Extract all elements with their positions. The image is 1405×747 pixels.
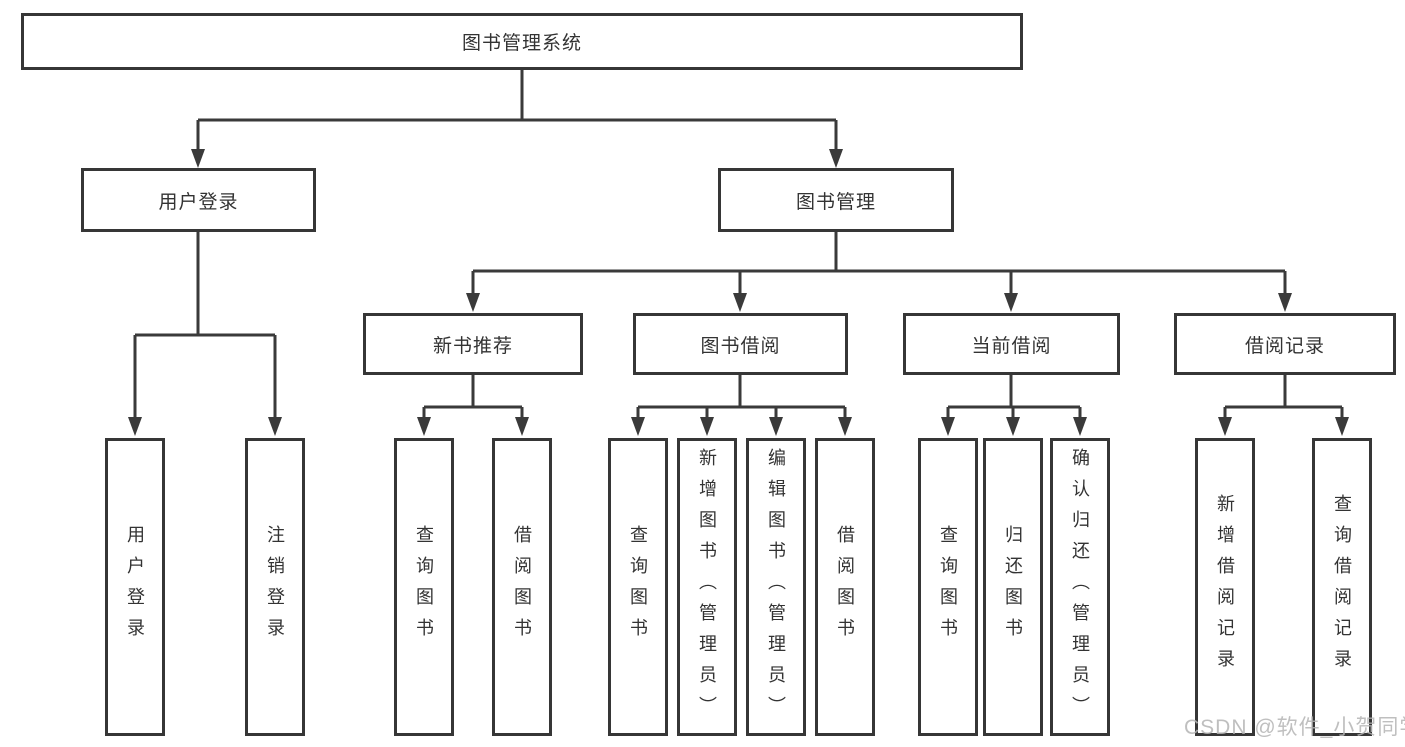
leaf-bb-borrow-books: 借阅图书 <box>815 438 875 736</box>
node-book-management-label: 图书管理 <box>795 191 876 213</box>
leaf-br-query-record: 查询借阅记录 <box>1312 438 1372 736</box>
leaf-bb-edit-books-label: 编辑图书（管理员） <box>766 447 786 727</box>
leaf-bb-borrow-books-label: 借阅图书 <box>835 525 855 649</box>
leaf-bb-query-books: 查询图书 <box>608 438 668 736</box>
node-root-library-system: 图书管理系统 <box>21 13 1023 70</box>
leaf-br-add-record: 新增借阅记录 <box>1195 438 1255 736</box>
node-current-borrow-label: 当前借阅 <box>971 335 1052 357</box>
node-user-login-label: 用户登录 <box>158 191 239 213</box>
node-new-book-recommend-label: 新书推荐 <box>432 335 513 357</box>
csdn-watermark: CSDN @软件_小贺同学 <box>1184 716 1405 739</box>
node-root-label: 图书管理系统 <box>461 33 582 54</box>
node-new-book-recommend: 新书推荐 <box>363 313 583 375</box>
leaf-user-login: 用户登录 <box>105 438 165 736</box>
leaf-cb-query-books: 查询图书 <box>918 438 978 736</box>
leaf-cb-confirm-return-label: 确认归还（管理员） <box>1070 447 1090 727</box>
leaf-logout-label: 注销登录 <box>265 525 285 649</box>
leaf-logout: 注销登录 <box>245 438 305 736</box>
leaf-cb-confirm-return: 确认归还（管理员） <box>1050 438 1110 736</box>
leaf-nb-borrow-books-label: 借阅图书 <box>512 525 532 649</box>
node-borrow-record: 借阅记录 <box>1174 313 1396 375</box>
node-current-borrow: 当前借阅 <box>903 313 1120 375</box>
leaf-cb-query-books-label: 查询图书 <box>938 525 958 649</box>
node-borrow-record-label: 借阅记录 <box>1244 335 1325 357</box>
leaf-bb-edit-books: 编辑图书（管理员） <box>746 438 806 736</box>
leaf-nb-borrow-books: 借阅图书 <box>492 438 552 736</box>
leaf-bb-query-books-label: 查询图书 <box>628 525 648 649</box>
leaf-br-query-record-label: 查询借阅记录 <box>1332 494 1352 680</box>
leaf-bb-add-books: 新增图书（管理员） <box>677 438 737 736</box>
leaf-bb-add-books-label: 新增图书（管理员） <box>697 447 717 727</box>
leaf-cb-return-books: 归还图书 <box>983 438 1043 736</box>
node-book-management: 图书管理 <box>718 168 954 232</box>
leaf-br-add-record-label: 新增借阅记录 <box>1215 494 1235 680</box>
node-book-borrow-label: 图书借阅 <box>700 335 781 357</box>
node-book-borrow: 图书借阅 <box>633 313 848 375</box>
leaf-nb-query-books-label: 查询图书 <box>414 525 434 649</box>
leaf-nb-query-books: 查询图书 <box>394 438 454 736</box>
leaf-cb-return-books-label: 归还图书 <box>1003 525 1023 649</box>
node-user-login: 用户登录 <box>81 168 316 232</box>
leaf-user-login-label: 用户登录 <box>125 525 145 649</box>
